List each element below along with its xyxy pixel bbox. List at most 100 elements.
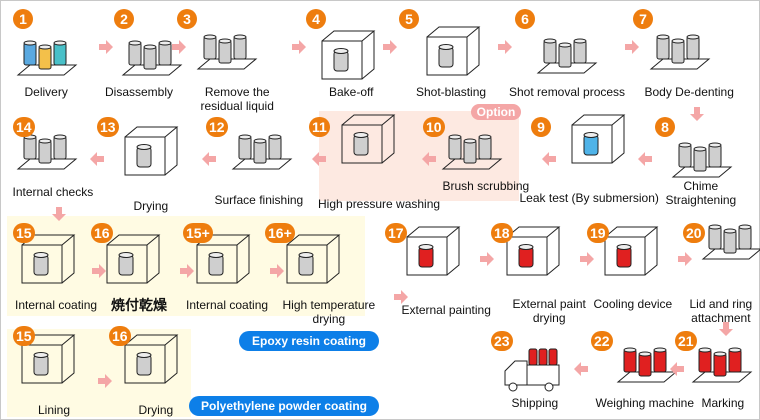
- flow-arrow-icon: [311, 151, 327, 167]
- step-3-illustration: [196, 23, 258, 88]
- step-label: Internal checks: [12, 185, 94, 199]
- step-22-illustration: [501, 223, 563, 288]
- step-number-badge: 10: [423, 117, 445, 137]
- step-label: Internal coating: [15, 298, 98, 312]
- step-number-badge: 11: [309, 117, 330, 137]
- step-13-illustration: [119, 123, 181, 188]
- step-label: Leak test (By submersion): [519, 191, 659, 205]
- step-label: Bake-off: [329, 85, 374, 99]
- step-20-illustration: [119, 331, 181, 396]
- step-label: External painting: [401, 303, 491, 317]
- step-27-illustration: [501, 341, 563, 406]
- step-number-badge: 16: [109, 326, 131, 346]
- flow-arrow-icon: [382, 39, 398, 55]
- step-12-illustration: [231, 123, 293, 188]
- step-number-badge: 5: [399, 9, 419, 29]
- step-label: Shipping: [511, 396, 559, 410]
- step-number-badge: 2: [114, 9, 134, 29]
- flow-arrow-icon: [51, 206, 67, 222]
- step-19-illustration: [16, 331, 78, 396]
- flow-arrow-icon: [669, 361, 685, 377]
- step-9-illustration: [566, 111, 628, 176]
- step-label: Weighing machine: [595, 396, 695, 410]
- step-number-badge: 3: [177, 9, 197, 29]
- step-number-badge: 18: [491, 223, 513, 243]
- flow-arrow-icon: [179, 263, 195, 279]
- flow-arrow-icon: [637, 151, 653, 167]
- flow-arrow-icon: [201, 151, 217, 167]
- step-label: 焼付乾燥: [111, 297, 167, 313]
- step-label: Marking: [701, 396, 745, 410]
- epoxy-resin-coating-pill: Epoxy resin coating: [239, 331, 379, 351]
- step-label: Drying: [138, 403, 174, 417]
- step-number-badge: 20: [683, 223, 705, 243]
- step-number-badge: 16+: [265, 223, 295, 243]
- step-26-illustration: [616, 336, 678, 401]
- flow-arrow-icon: [89, 151, 105, 167]
- step-14-illustration: [16, 123, 78, 188]
- step-number-badge: 16: [91, 223, 113, 243]
- step-17-illustration: [191, 231, 253, 296]
- flow-arrow-icon: [393, 289, 409, 305]
- step-11-illustration: [336, 111, 398, 176]
- step-label: Drying: [133, 199, 169, 213]
- step-label: Disassembly: [105, 85, 174, 99]
- polyethylene-powder-coating-pill: Polyethylene powder coating: [189, 396, 379, 416]
- step-number-badge: 15+: [183, 223, 213, 243]
- step-10-illustration: [441, 123, 503, 188]
- step-number-badge: 15: [13, 223, 35, 243]
- step-number-badge: 23: [491, 331, 513, 351]
- step-label: Surface finishing: [214, 193, 304, 207]
- step-number-badge: 1: [13, 9, 33, 29]
- step-number-badge: 4: [306, 9, 326, 29]
- step-2-illustration: [121, 29, 183, 94]
- step-number-badge: 9: [531, 117, 551, 137]
- step-1-illustration: [16, 29, 78, 94]
- flow-arrow-icon: [677, 251, 693, 267]
- flow-arrow-icon: [91, 263, 107, 279]
- flow-arrow-icon: [98, 39, 114, 55]
- step-number-badge: 17: [385, 223, 407, 243]
- flow-arrow-icon: [291, 39, 307, 55]
- step-label: High pressure washing: [318, 197, 441, 211]
- step-label: Brush scrubbing: [442, 179, 530, 193]
- step-7-illustration: [649, 23, 711, 88]
- step-number-badge: 12: [206, 117, 228, 137]
- option-badge: Option: [471, 104, 521, 120]
- flow-arrow-icon: [269, 263, 285, 279]
- flow-arrow-icon: [479, 251, 495, 267]
- step-24-illustration: [701, 213, 760, 278]
- step-25-illustration: [691, 336, 753, 401]
- step-number-badge: 22: [591, 331, 613, 351]
- step-number-badge: 15: [13, 326, 35, 346]
- step-label: Delivery: [24, 85, 68, 99]
- flow-arrow-icon: [689, 106, 705, 122]
- step-label: Internal coating: [186, 298, 269, 312]
- step-5-illustration: [421, 23, 483, 88]
- step-number-badge: 13: [97, 117, 119, 137]
- flow-arrow-icon: [718, 321, 734, 337]
- step-21-illustration: [401, 223, 463, 288]
- flow-arrow-icon: [541, 151, 557, 167]
- step-15-illustration: [16, 231, 78, 296]
- step-number-badge: 8: [655, 117, 675, 137]
- flow-arrow-icon: [624, 39, 640, 55]
- step-number-badge: 7: [633, 9, 653, 29]
- step-label: Lining: [38, 403, 71, 417]
- step-label: Shot-blasting: [416, 85, 487, 99]
- step-label: Shot removal process: [509, 85, 626, 99]
- flow-arrow-icon: [97, 373, 113, 389]
- flow-arrow-icon: [579, 251, 595, 267]
- step-label: Cooling device: [593, 297, 673, 311]
- step-label: Body De-denting: [644, 85, 734, 99]
- step-8-illustration: [671, 131, 733, 196]
- flow-arrow-icon: [421, 151, 437, 167]
- step-number-badge: 14: [13, 117, 35, 137]
- step-number-badge: 19: [587, 223, 609, 243]
- flow-arrow-icon: [573, 361, 589, 377]
- step-16-illustration: [101, 231, 163, 296]
